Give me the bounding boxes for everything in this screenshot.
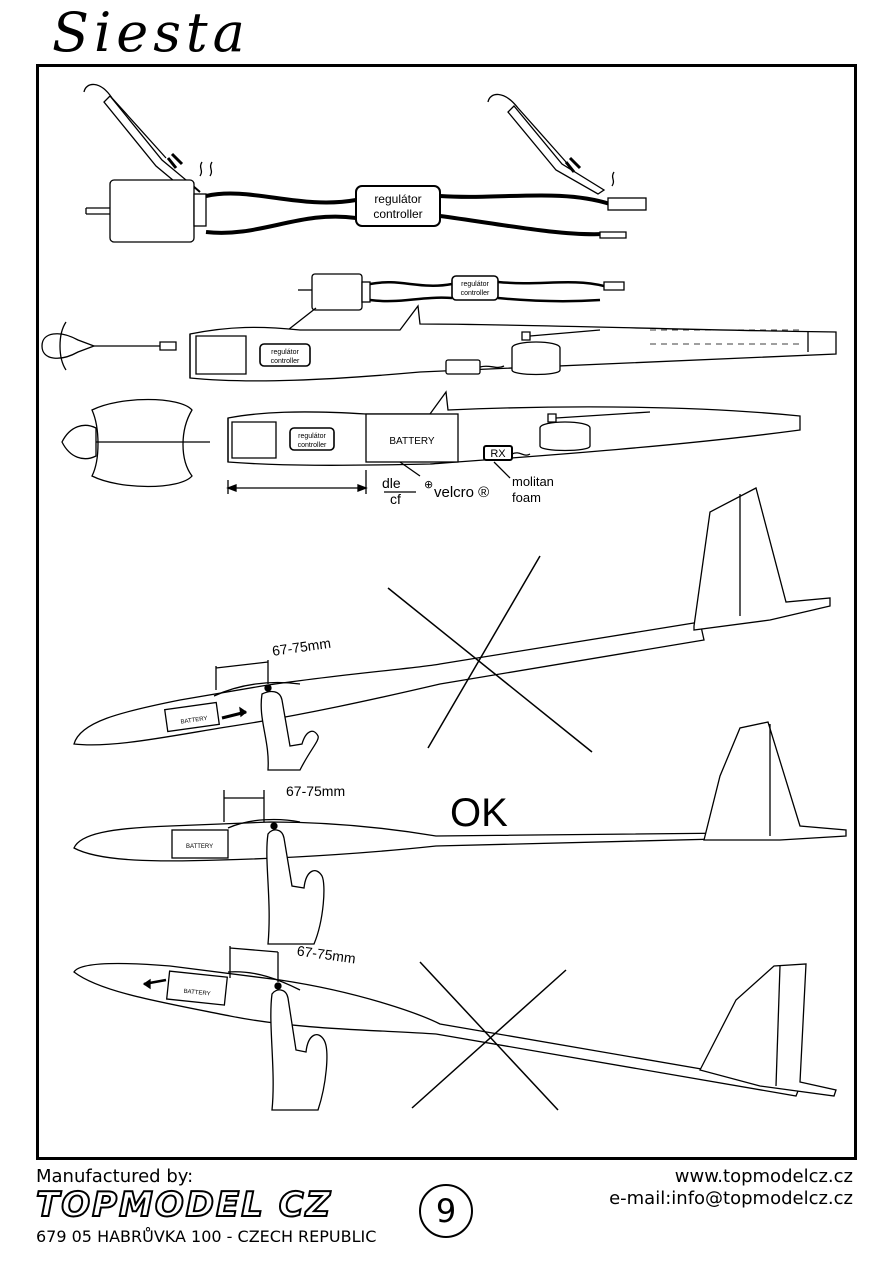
cg-icon: ⊕ <box>424 478 433 491</box>
battery-box: BATTERY <box>365 413 459 463</box>
soldering-iron-right-icon <box>487 93 606 195</box>
servo-top-icon <box>539 411 651 452</box>
email-link[interactable]: e-mail:info@topmodelcz.cz <box>609 1188 853 1209</box>
controller-top-label-2: controller <box>373 207 422 221</box>
controller-mid-label-2: controller <box>461 290 490 297</box>
motor-mid-icon <box>298 273 371 311</box>
fuselage-side-view <box>189 304 837 382</box>
canopy-top-view <box>61 398 210 488</box>
spinner-icon <box>41 321 177 371</box>
connectors-top <box>599 171 647 239</box>
receiver-mid-icon <box>445 359 505 375</box>
controller-mid: regulátor controller <box>451 275 499 301</box>
controller-fuselage: regulátor controller <box>259 343 311 367</box>
cross-mark-3 <box>411 961 567 1111</box>
velcro-label: velcro ® <box>434 484 489 501</box>
manufacturer-block: Manufactured by: TOPMODEL CZ 679 05 HABR… <box>35 1166 377 1246</box>
foam-label: foam <box>512 490 541 505</box>
battery-2-label: BATTERY <box>186 844 213 850</box>
dle-label: dle <box>382 475 401 491</box>
motor-top-icon <box>85 161 213 243</box>
glider-balance-3: BATTERY <box>73 946 837 1111</box>
svg-text:regulátor: regulátor <box>298 433 326 440</box>
measure-2-label: 67-75mm <box>286 783 345 799</box>
manufactured-by-label: Manufactured by: <box>36 1166 194 1187</box>
svg-text:controller: controller <box>298 442 327 449</box>
diagram-frame <box>36 64 857 1160</box>
topmodel-logo: TOPMODEL CZ <box>35 1184 333 1226</box>
page-number: 9 <box>419 1184 473 1238</box>
measure-3-label: 67-75mm <box>296 942 357 966</box>
cross-mark-1 <box>387 555 593 753</box>
ok-label: OK <box>450 791 508 835</box>
battery-3-label: BATTERY <box>183 989 211 998</box>
cf-label: cf <box>390 491 401 507</box>
controller-fuse-label-2: controller <box>271 358 300 365</box>
rx-label: RX <box>490 448 506 460</box>
soldering-iron-left-icon <box>83 83 201 193</box>
battery-1-label: BATTERY <box>180 716 208 726</box>
controller-top: regulátor controller <box>355 185 441 227</box>
dimension-dle-cf <box>226 461 511 494</box>
controller-topview: regulátor controller <box>289 427 335 451</box>
controller-fuse-label-1: regulátor <box>271 349 299 356</box>
address: 679 05 HABRŮVKA 100 - CZECH REPUBLIC <box>36 1227 377 1246</box>
glider-balance-2: BATTERY <box>73 721 847 945</box>
battery-label: BATTERY <box>389 436 435 447</box>
molitan-label: molitan <box>512 474 554 489</box>
website-link[interactable]: www.topmodelcz.cz <box>674 1166 853 1187</box>
glider-balance-1: BATTERY <box>73 487 831 771</box>
contact-block: www.topmodelcz.cz e-mail:info@topmodelcz… <box>609 1166 853 1210</box>
wires-mid <box>369 280 605 303</box>
controller-top-label-1: regulátor <box>374 192 421 206</box>
receiver-box: RX <box>483 445 531 461</box>
wires-top <box>205 191 611 237</box>
controller-mid-label-1: regulátor <box>461 281 489 288</box>
measure-1-label: 67-75mm <box>271 635 332 659</box>
document-title: Siesta <box>52 1 250 64</box>
servo-mid-icon <box>511 329 601 376</box>
